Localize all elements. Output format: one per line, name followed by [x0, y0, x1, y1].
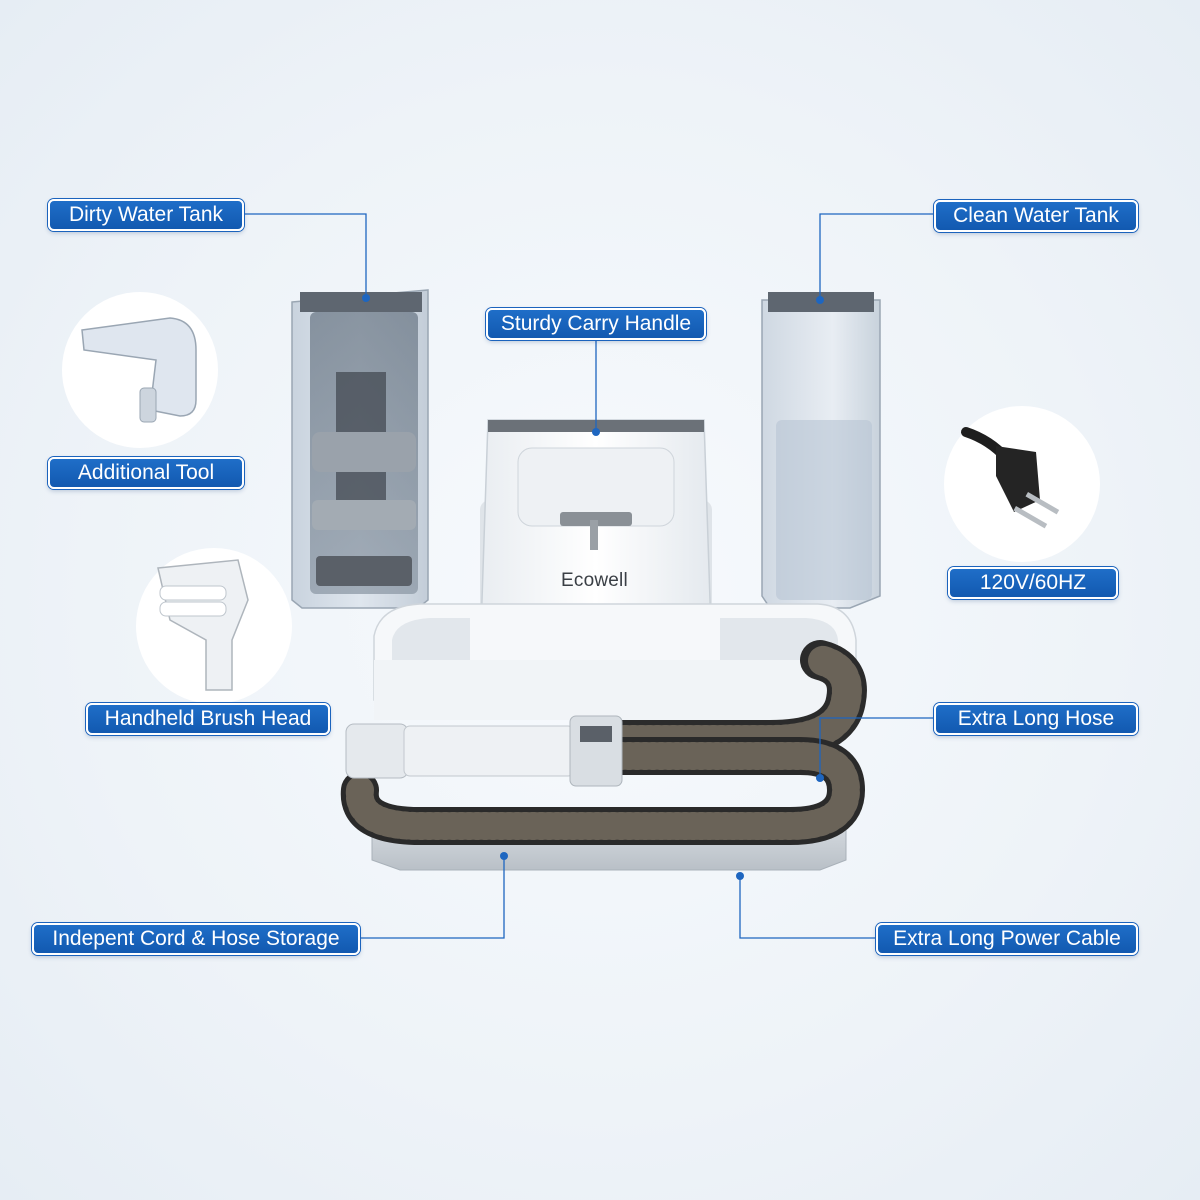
cleaner-body: [373, 419, 857, 720]
extra-long-hose-label: Extra Long Hose: [934, 703, 1138, 735]
dirty-water-tank: [291, 289, 429, 609]
brush-head-inset: [136, 548, 292, 704]
handheld-brush-head-label: Handheld Brush Head: [86, 703, 330, 735]
leader-clean-tank: [819, 213, 934, 300]
power-spec-label: 120V/60HZ: [948, 567, 1118, 599]
extra-long-power-cable-label: Extra Long Power Cable: [876, 923, 1138, 955]
leader-dirty-tank: [244, 213, 367, 298]
leader-hose: [819, 717, 934, 778]
hose: [340, 640, 867, 845]
leader-lines: [244, 213, 934, 939]
clean-water-tank-label: Clean Water Tank: [934, 200, 1138, 232]
brush-head-icon: [157, 559, 249, 691]
leader-storage: [360, 856, 505, 939]
brand-logo: Ecowell: [561, 570, 628, 591]
power-plug-inset: [944, 406, 1100, 562]
additional-tool-inset: [62, 292, 218, 448]
sturdy-carry-handle-label: Sturdy Carry Handle: [486, 308, 706, 340]
dirty-water-tank-label: Dirty Water Tank: [48, 199, 244, 231]
nozzle-tool-icon: [81, 317, 197, 423]
clean-water-tank: [761, 292, 881, 609]
leader-power-cable: [739, 876, 876, 939]
power-plug-icon: [961, 427, 1060, 529]
additional-tool-label: Additional Tool: [48, 457, 244, 489]
cord-hose-storage-label: Indepent Cord & Hose Storage: [32, 923, 360, 955]
handheld-wand: [345, 715, 623, 787]
